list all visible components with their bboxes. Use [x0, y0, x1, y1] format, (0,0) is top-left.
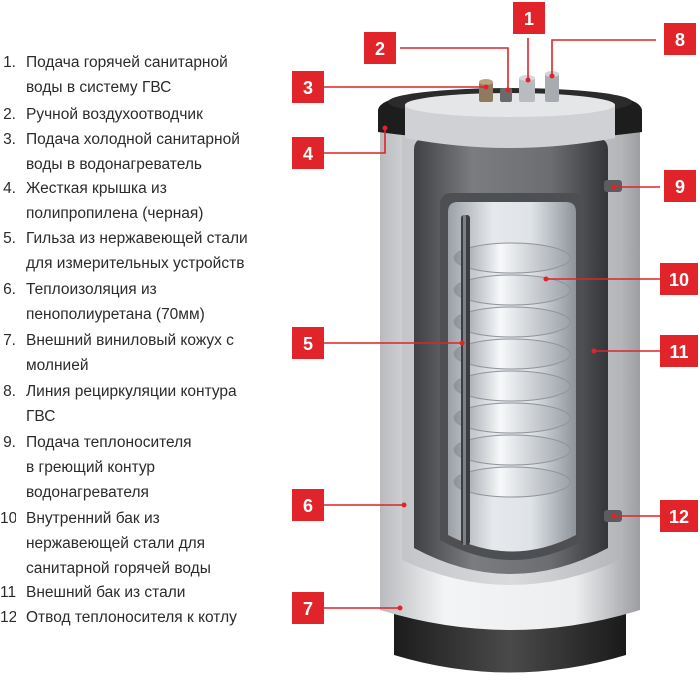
- sensor-sleeve: [461, 215, 470, 545]
- callout-6: 6: [292, 489, 324, 521]
- callout-7: 7: [292, 592, 324, 624]
- callout-label: 3: [303, 78, 313, 98]
- callout-9: 9: [664, 170, 696, 202]
- callout-label: 6: [303, 496, 313, 516]
- callout-3: 3: [292, 71, 324, 103]
- callout-1: 1: [513, 2, 545, 34]
- callout-2: 2: [364, 32, 396, 64]
- callout-4: 4: [292, 137, 324, 169]
- callout-8: 8: [664, 23, 696, 55]
- callout-label: 10: [669, 270, 689, 290]
- callout-label: 4: [303, 144, 313, 164]
- callout-label: 2: [375, 39, 385, 59]
- callout-label: 11: [669, 342, 688, 362]
- callout-10: 10: [660, 263, 698, 295]
- callout-label: 5: [303, 334, 313, 354]
- callout-label: 7: [303, 599, 313, 619]
- callout-11: 11: [660, 335, 698, 367]
- callout-label: 9: [675, 177, 685, 197]
- callout-label: 8: [675, 30, 685, 50]
- callout-label: 1: [524, 9, 534, 29]
- callout-label: 12: [669, 507, 689, 527]
- callout-12: 12: [660, 500, 698, 532]
- callout-5: 5: [292, 327, 324, 359]
- leader-line-4: [324, 128, 385, 153]
- leader-line-8: [552, 40, 656, 76]
- top-fittings: [479, 71, 559, 102]
